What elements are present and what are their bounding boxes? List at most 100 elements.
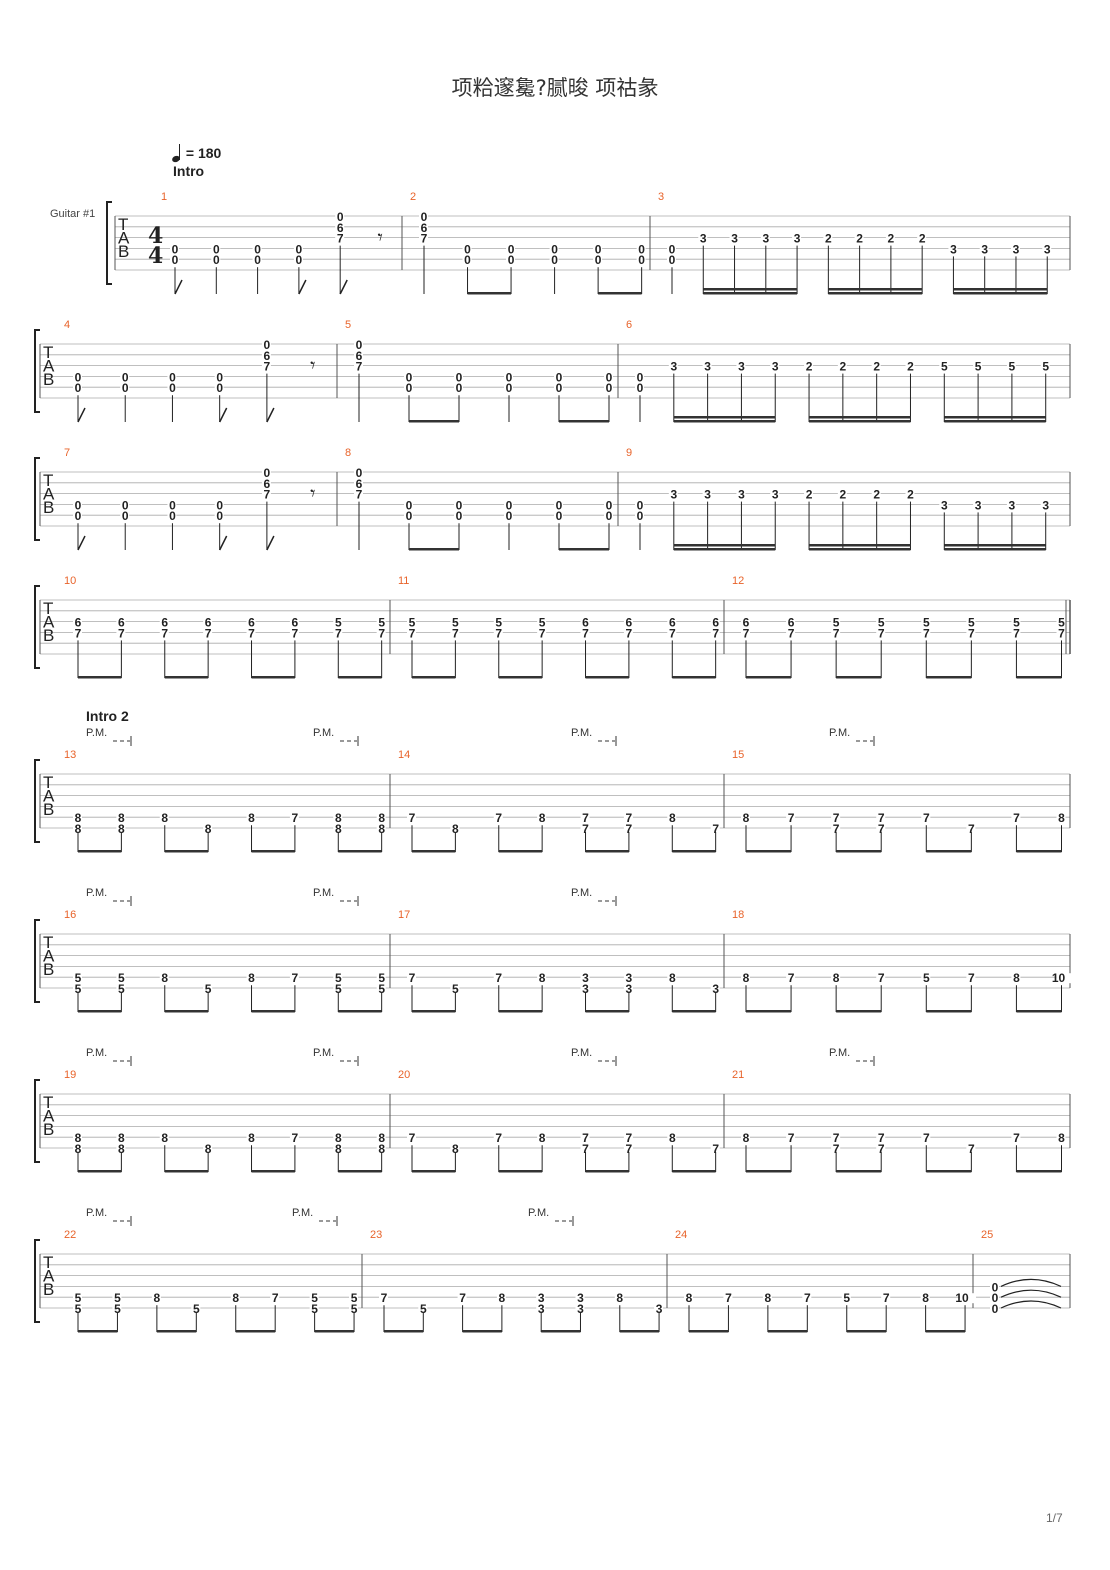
- fret-bg: [760, 233, 770, 244]
- palm-mute-mark: P.M.: [86, 887, 107, 899]
- fret-bg: [335, 222, 345, 233]
- fret-number: 8: [669, 1131, 676, 1145]
- fret-bg: [635, 383, 644, 394]
- fret-bg: [214, 511, 224, 522]
- fret-number: 8: [922, 1291, 929, 1305]
- fret-number: 7: [292, 971, 299, 985]
- fret-bg: [376, 973, 386, 984]
- palm-mute-mark: P.M.: [571, 727, 592, 739]
- fret-bg: [876, 628, 886, 639]
- fret-number: 0: [669, 242, 676, 256]
- fret-bg: [537, 1133, 547, 1144]
- fret-bg: [1010, 244, 1020, 255]
- fret-bg: [214, 372, 224, 383]
- fret-number: 7: [582, 811, 589, 825]
- fret-bg: [831, 617, 841, 628]
- tie-arc: [1000, 1289, 1062, 1298]
- fret-number: 6: [118, 616, 125, 630]
- fret-bg: [404, 500, 413, 511]
- fret-number: 7: [968, 1142, 975, 1156]
- fret-bg: [604, 511, 613, 522]
- measure-number: 3: [658, 191, 664, 203]
- fret-bg: [623, 628, 633, 639]
- fret-number: 5: [968, 616, 975, 630]
- fret-number: 6: [421, 221, 428, 235]
- fret-bg: [261, 478, 271, 489]
- fret-number: 3: [712, 982, 719, 996]
- fret-bg: [419, 212, 428, 222]
- fret-bg: [1011, 813, 1021, 824]
- fret-number: 0: [406, 509, 413, 523]
- beam: [673, 420, 776, 423]
- fret-number: 2: [825, 232, 832, 246]
- fret-number: 7: [626, 1142, 633, 1156]
- fret-bg: [580, 1133, 590, 1144]
- tab-clef-letter: B: [43, 626, 54, 645]
- beam: [559, 420, 609, 423]
- fret-number: 0: [637, 509, 644, 523]
- fret-bg: [167, 511, 177, 522]
- fret-bg: [580, 984, 590, 994]
- fret-number: 7: [725, 1291, 732, 1305]
- beam: [672, 676, 716, 679]
- fret-number: 0: [638, 242, 645, 256]
- fret-bg: [354, 468, 363, 478]
- fret-bg: [506, 255, 516, 266]
- fret-bg: [450, 984, 460, 994]
- fret-number: 0: [406, 381, 413, 395]
- fret-number: 0: [669, 253, 676, 267]
- fret-bg: [623, 984, 633, 994]
- fret-number: 8: [833, 971, 840, 985]
- fret-number: 5: [205, 982, 212, 996]
- beam: [673, 548, 776, 551]
- fret-bg: [667, 973, 677, 984]
- palm-mute-mark: P.M.: [571, 887, 592, 899]
- beam: [338, 850, 382, 853]
- fret-bg: [1042, 244, 1052, 255]
- system-bracket: [34, 1079, 40, 1163]
- fret-number: 0: [506, 498, 513, 512]
- beam-sixteenth: [809, 416, 911, 419]
- fret-number: 3: [950, 242, 957, 256]
- fret-bg: [159, 973, 169, 984]
- fret-bg: [203, 824, 213, 834]
- fret-bg: [831, 1144, 841, 1154]
- fret-bg: [537, 973, 547, 984]
- fret-bg: [404, 372, 413, 383]
- fret-bg: [120, 500, 130, 511]
- fret-number: 7: [968, 822, 975, 836]
- fret-number: 7: [409, 971, 416, 985]
- fret-bg: [770, 361, 780, 372]
- fret-bg: [73, 824, 82, 834]
- fret-bg: [214, 383, 224, 394]
- tab-clef-letter: B: [43, 1280, 54, 1299]
- beam: [559, 548, 609, 551]
- beam: [926, 1010, 972, 1013]
- fret-bg: [667, 1133, 677, 1144]
- fret-bg: [667, 628, 677, 639]
- fret-bg: [450, 617, 460, 628]
- fret-number: 3: [1042, 498, 1049, 512]
- fret-number: 8: [154, 1291, 161, 1305]
- fret-bg: [252, 244, 262, 255]
- beam: [78, 1170, 122, 1173]
- fret-number: 7: [264, 488, 271, 502]
- fret-number: 2: [840, 488, 847, 502]
- fret-number: 8: [765, 1291, 772, 1305]
- beam: [498, 676, 543, 679]
- fret-number: 0: [638, 253, 645, 267]
- fret-bg: [537, 628, 547, 639]
- fret-bg: [668, 361, 678, 372]
- fret-bg: [723, 1293, 733, 1304]
- quarter-note-icon: [171, 144, 182, 164]
- fret-bg: [549, 244, 559, 255]
- fret-bg: [831, 628, 841, 639]
- palm-mute-mark: P.M.: [571, 1047, 592, 1059]
- fret-number: 0: [406, 498, 413, 512]
- fret-number: 5: [378, 982, 385, 996]
- fret-number: 0: [122, 498, 129, 512]
- fret-bg: [333, 984, 343, 994]
- fret-bg: [966, 824, 976, 834]
- fret-number: 7: [883, 1291, 890, 1305]
